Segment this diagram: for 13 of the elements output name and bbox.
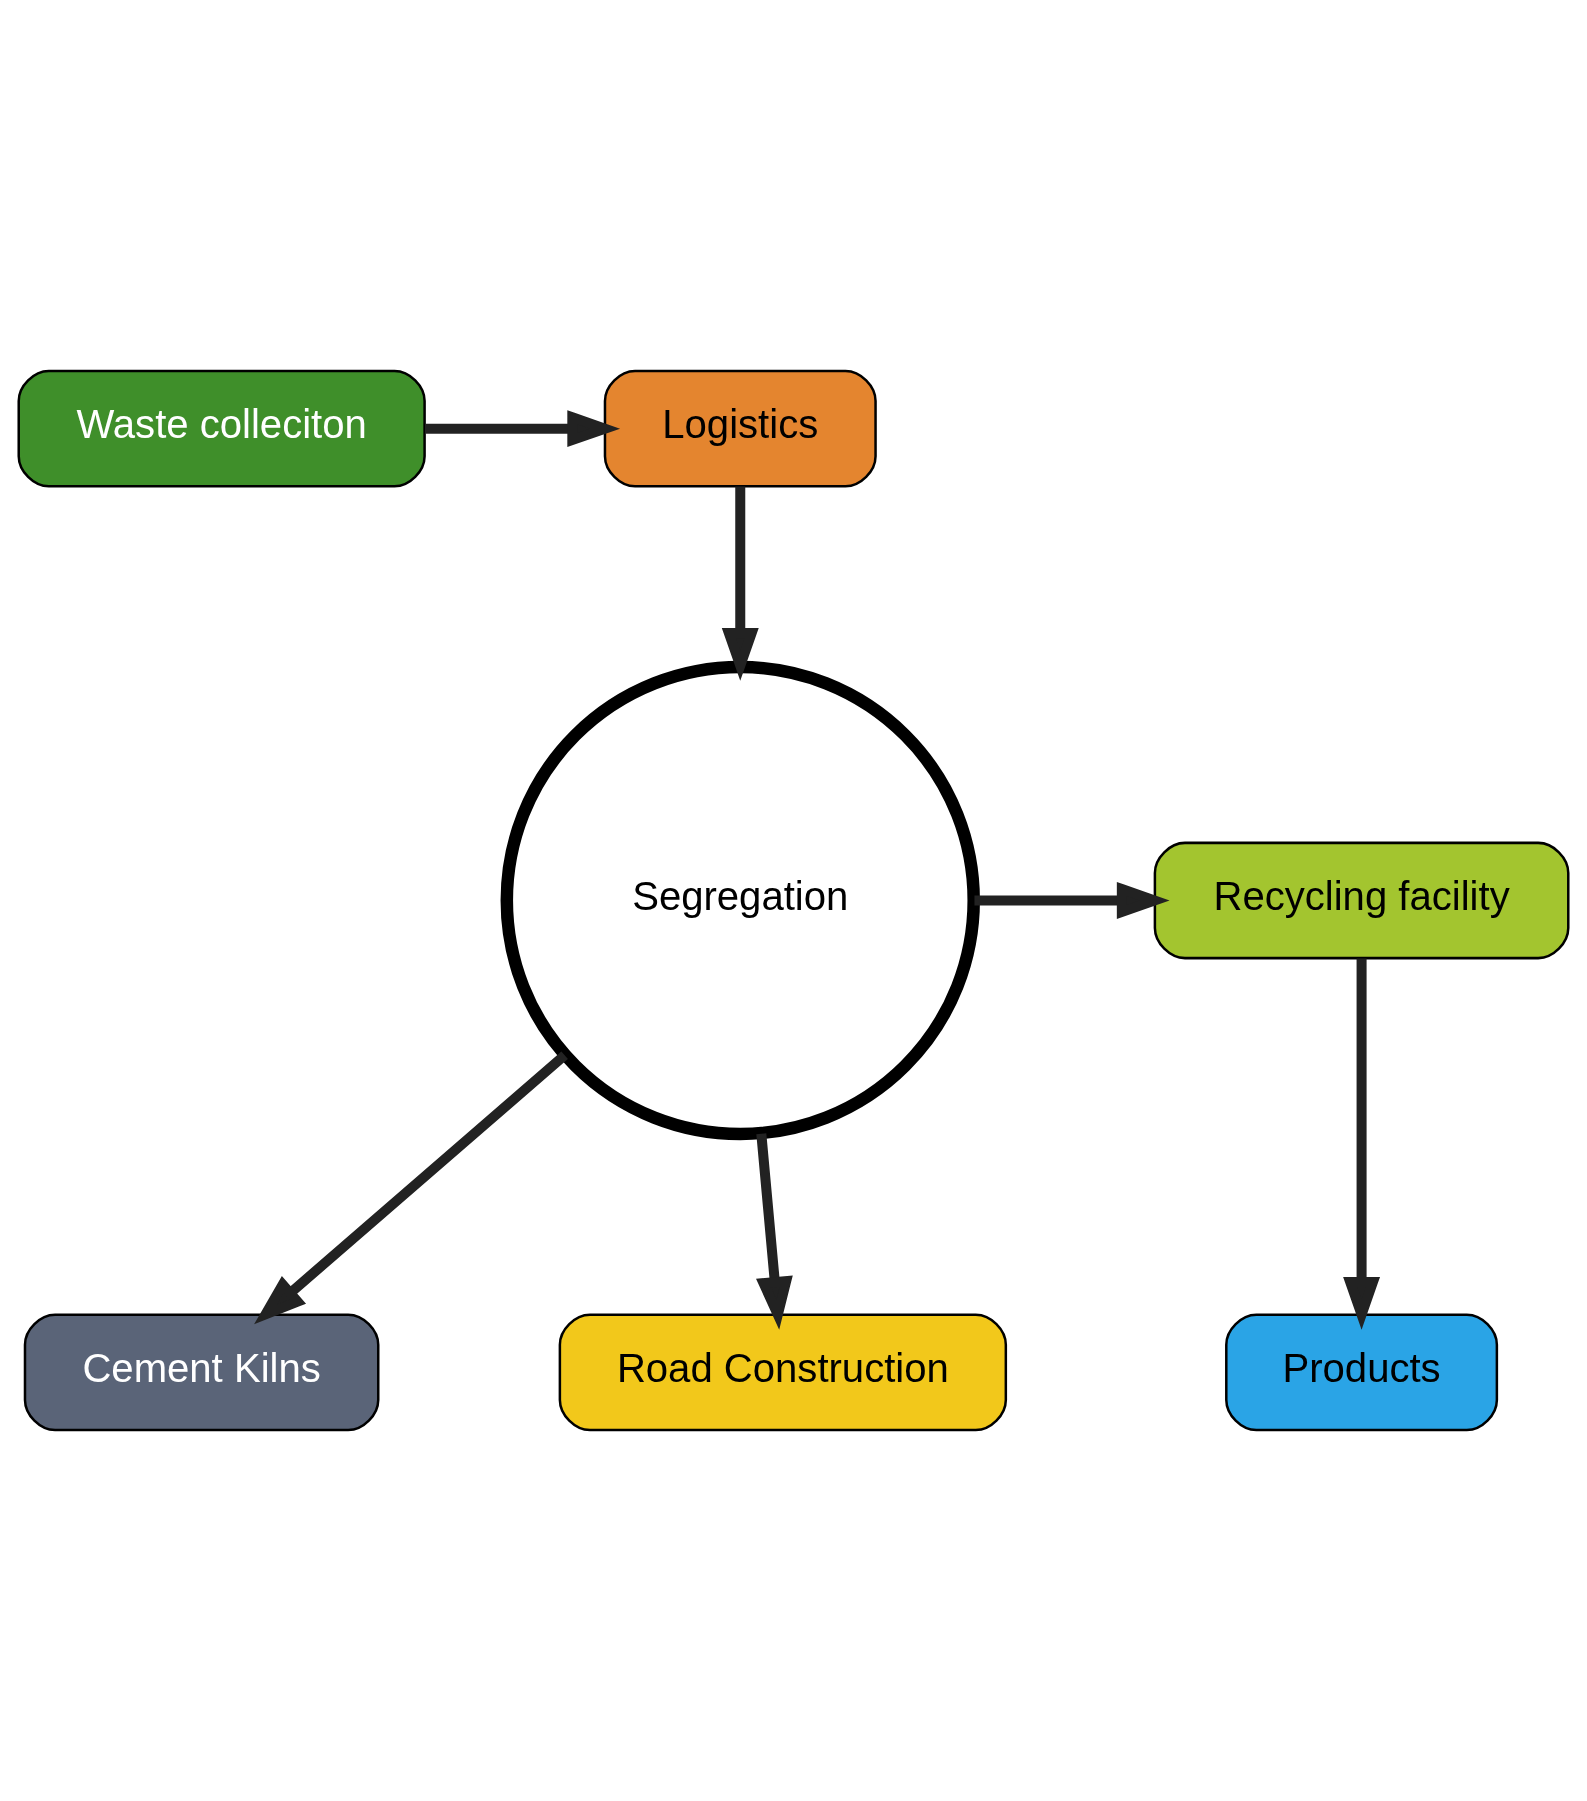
node-box: Recycling facility [1153, 841, 1570, 960]
node-box: Waste colleciton [17, 369, 426, 488]
node-box: Cement Kilns [23, 1313, 380, 1432]
node-box: Road Construction [558, 1313, 1008, 1432]
arrow [425, 410, 621, 448]
node-circle: Segregation [500, 660, 980, 1141]
arrow [721, 486, 759, 681]
node-box: Products [1225, 1313, 1499, 1432]
arrow [1343, 958, 1381, 1330]
arrow [756, 1133, 793, 1330]
arrow [974, 882, 1170, 919]
arrow [254, 1051, 568, 1325]
node-box: Logistics [603, 369, 877, 488]
